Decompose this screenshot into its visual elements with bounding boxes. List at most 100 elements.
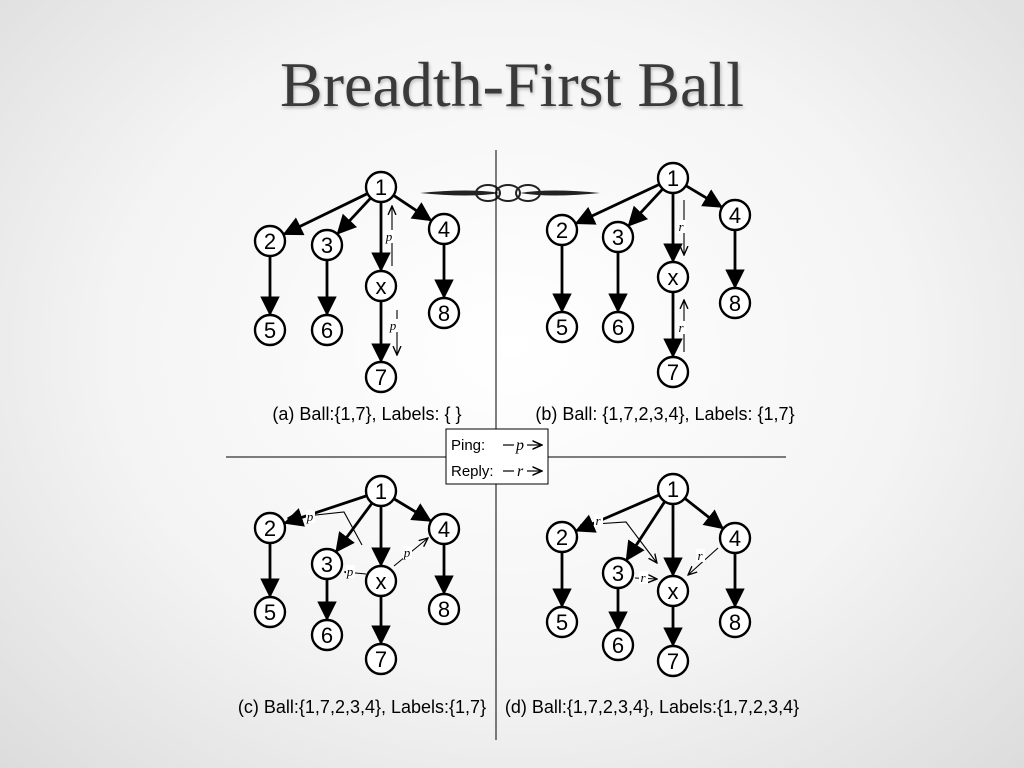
node-label: 5 bbox=[264, 600, 276, 625]
tree-edge bbox=[285, 496, 367, 523]
tree-node: 4 bbox=[720, 200, 750, 230]
tree-node: x bbox=[366, 271, 396, 301]
tree-node: 4 bbox=[720, 523, 750, 553]
tree-node: 1 bbox=[366, 476, 396, 506]
node-label: 7 bbox=[667, 360, 679, 385]
panel-c: 1 2 3 4 x 5 6 7 8 p p p (c) Ball:{1,7,2,3,4}, Labels… bbox=[238, 476, 486, 717]
node-label: 6 bbox=[321, 318, 333, 343]
message-label: p bbox=[385, 229, 393, 244]
tree-node: 2 bbox=[547, 215, 577, 245]
node-label: 5 bbox=[264, 318, 276, 343]
panel-caption: (a) Ball:{1,7}, Labels: { } bbox=[272, 404, 461, 424]
node-label: x bbox=[668, 579, 679, 604]
tree-node: 6 bbox=[312, 620, 342, 650]
tree-edge bbox=[393, 195, 430, 220]
tree-edge bbox=[629, 189, 663, 225]
node-label: 4 bbox=[438, 517, 450, 542]
node-label: 4 bbox=[729, 203, 741, 228]
node-label: x bbox=[376, 569, 387, 594]
node-label: 1 bbox=[667, 477, 679, 502]
tree-node: 7 bbox=[366, 362, 396, 392]
tree-node: 3 bbox=[312, 230, 342, 260]
tree-node: 3 bbox=[603, 222, 633, 252]
node-label: 8 bbox=[438, 301, 450, 326]
node-label: 6 bbox=[321, 623, 333, 648]
node-label: 7 bbox=[667, 649, 679, 674]
tree-node: 7 bbox=[658, 357, 688, 387]
tree-node: 5 bbox=[547, 607, 577, 637]
legend-reply-symbol: r bbox=[517, 463, 524, 480]
tree-edge bbox=[685, 498, 723, 528]
tree-edge bbox=[337, 503, 373, 551]
message-label: p bbox=[403, 545, 411, 560]
tree-edge bbox=[686, 186, 721, 207]
node-label: 6 bbox=[612, 315, 624, 340]
tree-edge bbox=[576, 184, 659, 223]
tree-node: 3 bbox=[312, 549, 342, 579]
tree-node: 2 bbox=[255, 226, 285, 256]
tree-node: x bbox=[658, 576, 688, 606]
node-label: 2 bbox=[556, 218, 568, 243]
tree-node: 6 bbox=[312, 315, 342, 345]
tree-node: 8 bbox=[429, 594, 459, 624]
node-label: 8 bbox=[438, 597, 450, 622]
node-label: 1 bbox=[375, 175, 387, 200]
tree-node: 8 bbox=[720, 607, 750, 637]
node-label: 3 bbox=[612, 561, 624, 586]
message-arrow bbox=[288, 512, 362, 545]
tree-edge bbox=[338, 198, 371, 233]
panel-caption: (b) Ball: {1,7,2,3,4}, Labels: {1,7} bbox=[535, 404, 794, 424]
node-label: 4 bbox=[729, 526, 741, 551]
panel-caption: (c) Ball:{1,7,2,3,4}, Labels:{1,7} bbox=[238, 697, 486, 717]
node-label: 3 bbox=[321, 552, 333, 577]
node-label: 6 bbox=[612, 633, 624, 658]
node-label: 7 bbox=[375, 647, 387, 672]
node-label: 8 bbox=[729, 610, 741, 635]
message-label: p bbox=[346, 564, 354, 579]
tree-node: 5 bbox=[255, 315, 285, 345]
node-label: 1 bbox=[375, 479, 387, 504]
tree-edge bbox=[394, 499, 430, 521]
tree-node: 8 bbox=[429, 298, 459, 328]
tree-node: 8 bbox=[720, 288, 750, 318]
tree-node: 4 bbox=[429, 214, 459, 244]
panel-a: 1 2 3 4 x 5 6 7 8 p p (a) Ball:{1,7}, Labels: { } bbox=[255, 172, 462, 424]
node-label: 2 bbox=[264, 229, 276, 254]
node-label: 4 bbox=[438, 217, 450, 242]
node-label: 1 bbox=[667, 166, 679, 191]
node-label: x bbox=[376, 274, 387, 299]
tree-node: 1 bbox=[366, 172, 396, 202]
tree-node: x bbox=[366, 566, 396, 596]
tree-node: 6 bbox=[603, 312, 633, 342]
title-ornament bbox=[420, 185, 600, 201]
tree-node: 2 bbox=[255, 513, 285, 543]
tree-node: 3 bbox=[603, 558, 633, 588]
node-label: 3 bbox=[612, 225, 624, 250]
tree-node: 5 bbox=[255, 597, 285, 627]
tree-node: 1 bbox=[658, 163, 688, 193]
node-label: 2 bbox=[556, 525, 568, 550]
legend-ping-label: Ping: bbox=[451, 437, 485, 454]
tree-node: 4 bbox=[429, 514, 459, 544]
node-label: 7 bbox=[375, 365, 387, 390]
node-label: 2 bbox=[264, 516, 276, 541]
tree-node: 5 bbox=[547, 312, 577, 342]
node-label: 8 bbox=[729, 291, 741, 316]
tree-node: 7 bbox=[366, 644, 396, 674]
tree-node: 2 bbox=[547, 522, 577, 552]
legend: Ping: p Reply: r bbox=[446, 429, 548, 484]
message-label: p bbox=[306, 509, 314, 524]
tree-node: x bbox=[658, 262, 688, 292]
message-label: p bbox=[389, 318, 397, 333]
tree-edge bbox=[577, 495, 660, 531]
node-label: 5 bbox=[556, 315, 568, 340]
node-label: x bbox=[668, 265, 679, 290]
node-label: 3 bbox=[321, 233, 333, 258]
tree-node: 1 bbox=[658, 474, 688, 504]
legend-ping-symbol: p bbox=[515, 437, 524, 454]
tree-node: 7 bbox=[658, 646, 688, 676]
panel-caption: (d) Ball:{1,7,2,3,4}, Labels:{1,7,2,3,4} bbox=[505, 697, 799, 717]
